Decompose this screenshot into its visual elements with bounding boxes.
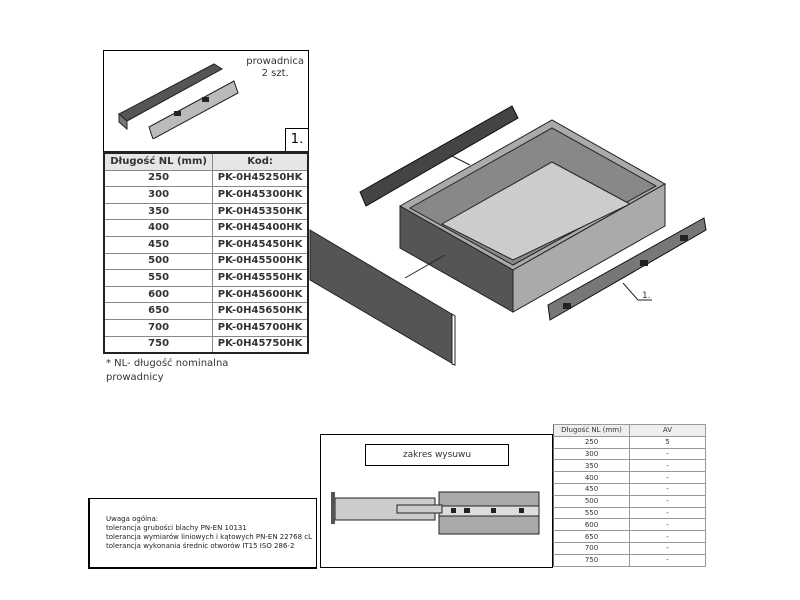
table-row: 600- xyxy=(553,518,706,532)
table-cell: PK-0H45300HK xyxy=(212,186,309,204)
extension-label: zakres wysuwu xyxy=(365,444,509,466)
table-cell: 350 xyxy=(553,459,630,473)
table-cell: 700 xyxy=(553,541,630,555)
table-row: 650- xyxy=(553,530,706,543)
extension-range-box: zakres wysuwu xyxy=(320,434,553,568)
table-cell: PK-0H45350HK xyxy=(212,202,309,221)
note-line: tolerancja wykonania średnic otworów IT1… xyxy=(106,542,295,550)
table-row: 300- xyxy=(553,447,706,461)
table-row: 700- xyxy=(553,541,706,555)
table-cell: 5 xyxy=(629,435,706,449)
footnote: * NL- długość nominalna prowadnicy xyxy=(106,358,229,383)
table-cell: PK-0H45750HK xyxy=(212,335,309,354)
table-cell: 500 xyxy=(103,252,214,271)
table-row: 450- xyxy=(553,482,706,496)
table-cell: 300 xyxy=(103,186,214,204)
table-cell: 750 xyxy=(103,335,214,354)
table-cell: 600 xyxy=(553,518,630,532)
table-cell: - xyxy=(629,494,706,508)
table-cell: PK-0H45600HK xyxy=(212,285,309,304)
table-cell: - xyxy=(629,541,706,555)
header-code: Kod: xyxy=(212,152,309,171)
note-line: tolerancja grubości blachy PN-EN 10131 xyxy=(106,524,247,532)
table-row: 550- xyxy=(553,506,706,520)
table-cell: PK-0H45250HK xyxy=(212,169,309,188)
table-row: 750- xyxy=(553,553,706,567)
table-header: Długość NL (mm)AV xyxy=(553,424,706,437)
table-row: 500- xyxy=(553,494,706,508)
table-row: 350- xyxy=(553,459,706,473)
table-cell: 250 xyxy=(553,435,630,449)
table-cell: 750 xyxy=(553,553,630,567)
table-cell: 500 xyxy=(553,494,630,508)
table-cell: 600 xyxy=(103,285,214,304)
table-cell: PK-0H45450HK xyxy=(212,235,309,254)
table-cell: - xyxy=(629,471,706,484)
table-cell: - xyxy=(629,482,706,496)
table-cell: - xyxy=(629,447,706,461)
table-cell: - xyxy=(629,530,706,543)
table-cell: PK-0H45500HK xyxy=(212,252,309,271)
table-cell: AV xyxy=(629,424,706,437)
table-cell: Długość NL (mm) xyxy=(553,424,630,437)
table-cell: PK-0H45550HK xyxy=(212,269,309,287)
table-cell: - xyxy=(629,506,706,520)
table-cell: - xyxy=(629,553,706,567)
slide-pair-image xyxy=(118,63,239,139)
table-cell: 550 xyxy=(553,506,630,520)
drawer-assembly-drawing: 1. xyxy=(309,105,707,366)
right-slide xyxy=(547,217,707,321)
table-cell: - xyxy=(629,518,706,532)
table-header: Długość NL (mm)Kod: xyxy=(103,152,309,171)
table-cell: PK-0H45400HK xyxy=(212,219,309,237)
table-cell: 550 xyxy=(103,269,214,287)
table-cell: 400 xyxy=(553,471,630,484)
table-row: 400- xyxy=(553,471,706,484)
note-line: tolerancja wymiarów liniowych i kątowych… xyxy=(106,533,313,541)
table-cell: 450 xyxy=(553,482,630,496)
table-cell: 400 xyxy=(103,219,214,237)
table-cell: PK-0H45650HK xyxy=(212,302,309,320)
notes-title: Uwaga ogólna: xyxy=(106,515,159,523)
callout-label: 1. xyxy=(642,291,651,301)
table-cell: 350 xyxy=(103,202,214,221)
slide-extension-image xyxy=(331,491,540,535)
table-cell: 250 xyxy=(103,169,214,188)
header-length: Długość NL (mm) xyxy=(103,152,214,171)
table-cell: - xyxy=(629,459,706,473)
table-cell: 450 xyxy=(103,235,214,254)
general-notes: Uwaga ogólna: tolerancja grubości blachy… xyxy=(88,498,317,569)
table-cell: 650 xyxy=(553,530,630,543)
part-number: 1. xyxy=(285,128,308,151)
table-cell: 650 xyxy=(103,302,214,320)
left-slide xyxy=(359,105,519,207)
table-cell: PK-0H45700HK xyxy=(212,318,309,337)
table-cell: 300 xyxy=(553,447,630,461)
table-cell: 700 xyxy=(103,318,214,337)
